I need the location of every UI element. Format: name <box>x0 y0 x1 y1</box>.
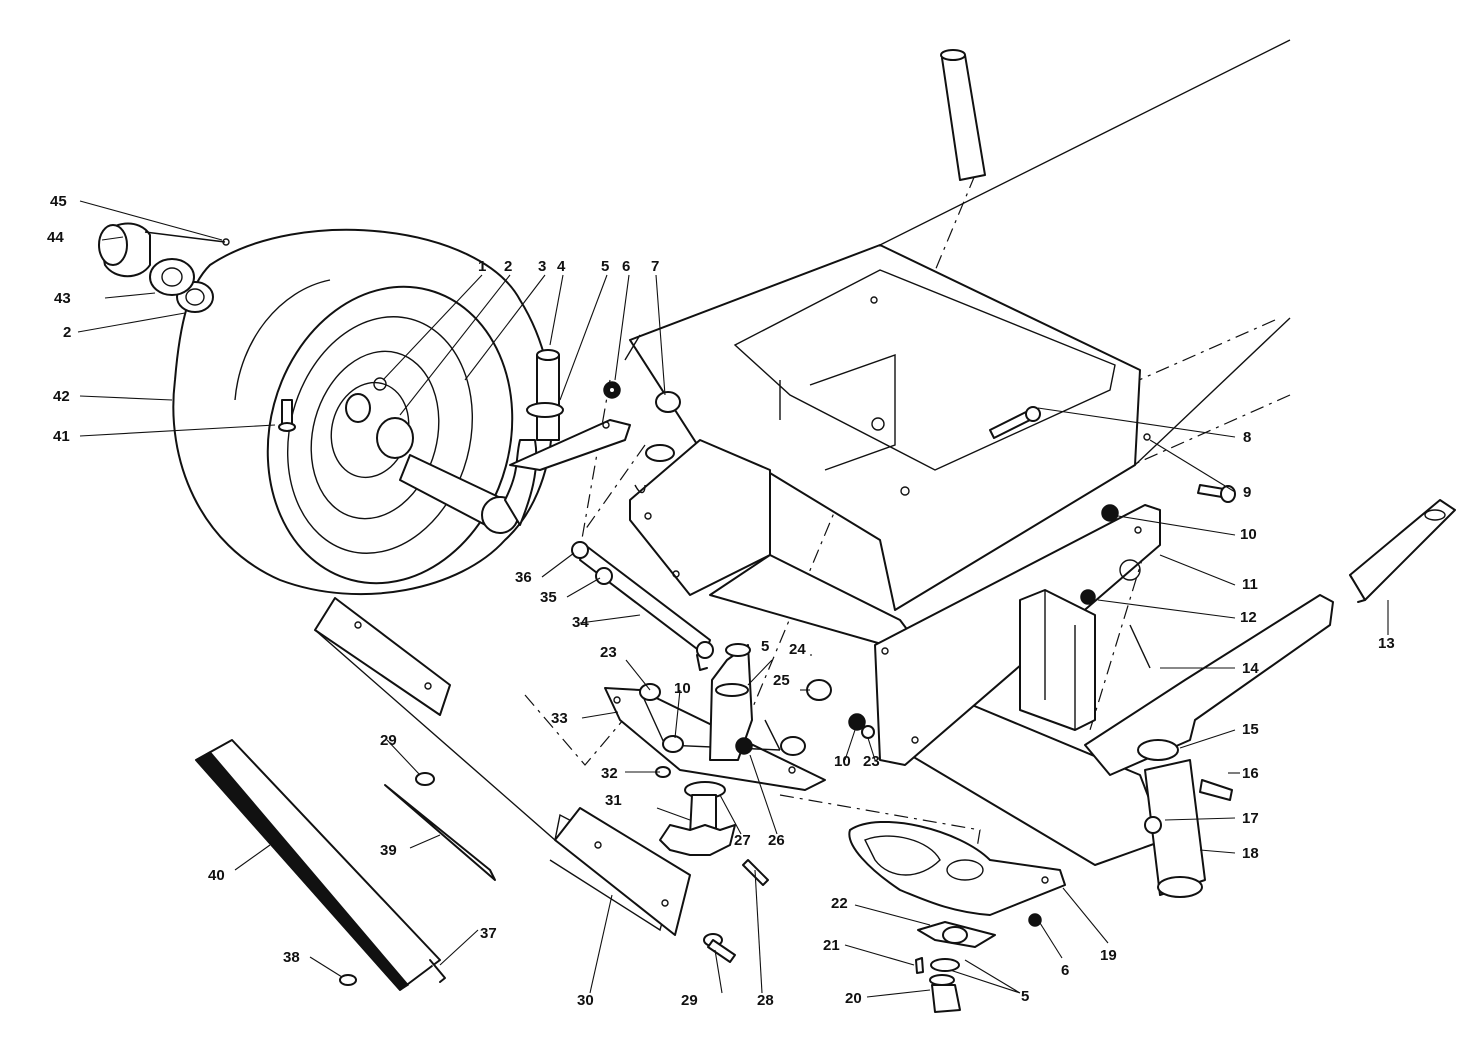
callout-6a: 6 <box>622 258 630 275</box>
callout-20: 20 <box>845 990 862 1007</box>
callout-3: 3 <box>538 258 546 275</box>
callout-36: 36 <box>515 569 532 586</box>
callout-12: 12 <box>1240 609 1257 626</box>
callout-5a: 5 <box>601 258 609 275</box>
callout-5b: 5 <box>761 638 769 655</box>
callout-14: 14 <box>1242 660 1259 677</box>
callout-27: 27 <box>734 832 751 849</box>
callout-17: 17 <box>1242 810 1259 827</box>
callout-33: 33 <box>551 710 568 727</box>
frame-hardware <box>989 406 1236 669</box>
callout-29b: 29 <box>681 992 698 1009</box>
callout-25: 25 <box>773 672 790 689</box>
callout-23b: 23 <box>863 753 880 770</box>
wheel-assembly <box>98 222 631 596</box>
callout-15: 15 <box>1242 721 1259 738</box>
callout-6b: 6 <box>1061 962 1069 979</box>
callout-19: 19 <box>1100 947 1117 964</box>
callout-10b: 10 <box>834 753 851 770</box>
leader-lines <box>77 200 1389 998</box>
callout-31: 31 <box>605 792 622 809</box>
callout-4: 4 <box>557 258 566 275</box>
callout-2a: 2 <box>63 324 71 341</box>
callout-34: 34 <box>572 614 589 631</box>
callout-35: 35 <box>540 589 557 606</box>
callout-10a: 10 <box>674 680 691 697</box>
callout-28: 28 <box>757 992 774 1009</box>
callout-21: 21 <box>823 937 840 954</box>
callout-16: 16 <box>1242 765 1259 782</box>
lower-panels <box>194 597 736 991</box>
callout-13: 13 <box>1378 635 1395 652</box>
callout-30: 30 <box>577 992 594 1009</box>
main-frame <box>624 39 1334 866</box>
callout-45: 45 <box>50 193 67 210</box>
steering-bracket <box>604 643 875 886</box>
callout-7: 7 <box>651 258 659 275</box>
callout-18: 18 <box>1242 845 1259 862</box>
callout-22: 22 <box>831 895 848 912</box>
callout-24: 24 <box>789 641 806 658</box>
callout-5c: 5 <box>1021 988 1029 1005</box>
tie-rod-assembly <box>571 381 714 671</box>
callout-29a: 29 <box>380 732 397 749</box>
callout-38: 38 <box>283 949 300 966</box>
callout-11: 11 <box>1242 576 1258 593</box>
callout-26: 26 <box>768 832 785 849</box>
callout-1: 1 <box>478 258 486 275</box>
callout-32: 32 <box>601 765 618 782</box>
steering-quadrant <box>848 821 1066 1013</box>
callout-44: 44 <box>47 229 64 246</box>
callout-23a: 23 <box>600 644 617 661</box>
callout-10c: 10 <box>1240 526 1257 543</box>
callout-8: 8 <box>1243 429 1251 446</box>
callout-42: 42 <box>53 388 70 405</box>
steering-shaft <box>940 49 986 181</box>
callout-41: 41 <box>53 428 70 445</box>
pivot-parts <box>1137 499 1456 898</box>
callout-43: 43 <box>54 290 71 307</box>
callout-37: 37 <box>480 925 497 942</box>
callout-2b: 2 <box>504 258 512 275</box>
callout-40: 40 <box>208 867 225 884</box>
callout-39: 39 <box>380 842 397 859</box>
callout-9: 9 <box>1243 484 1251 501</box>
